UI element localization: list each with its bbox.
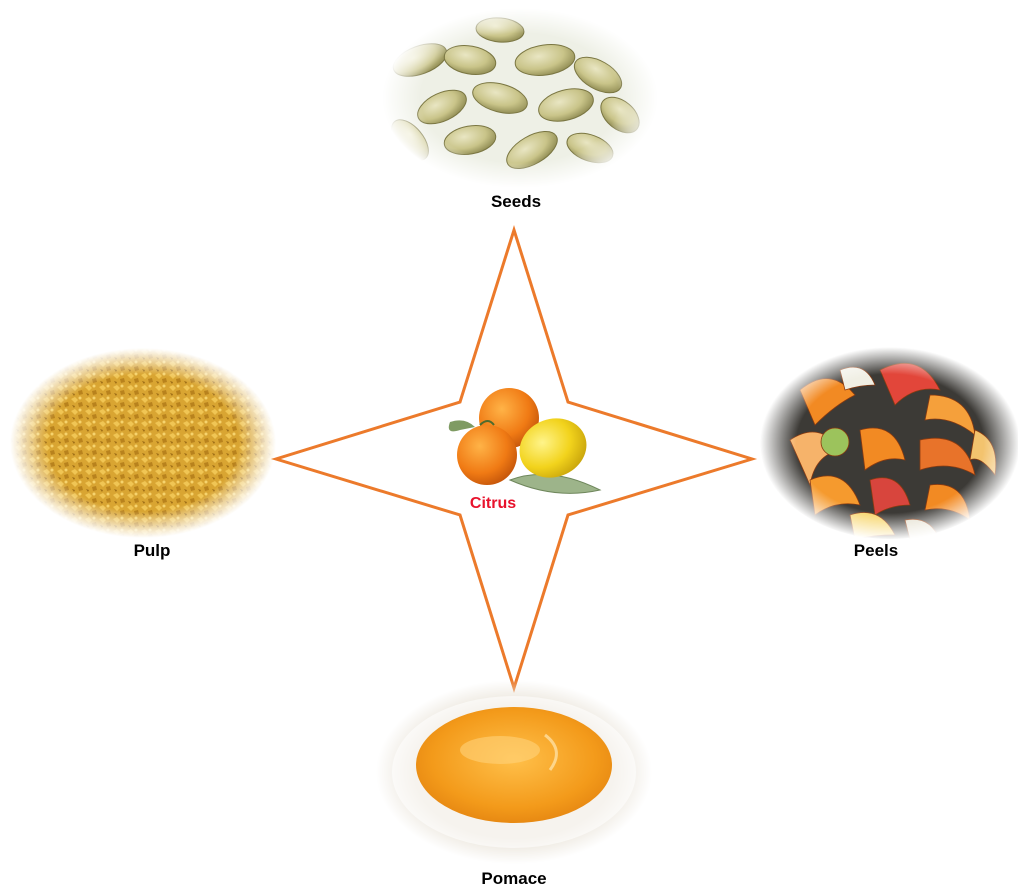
- pulp-image: [10, 348, 276, 538]
- center-label-citrus: Citrus: [470, 495, 516, 513]
- node-label-seeds: Seeds: [491, 192, 541, 212]
- node-label-pulp: Pulp: [134, 541, 171, 561]
- peels-image: [760, 347, 1018, 540]
- node-label-peels: Peels: [854, 541, 898, 561]
- seeds-image: [382, 8, 658, 188]
- node-label-pomace: Pomace: [481, 869, 546, 889]
- pomace-image: [376, 680, 652, 864]
